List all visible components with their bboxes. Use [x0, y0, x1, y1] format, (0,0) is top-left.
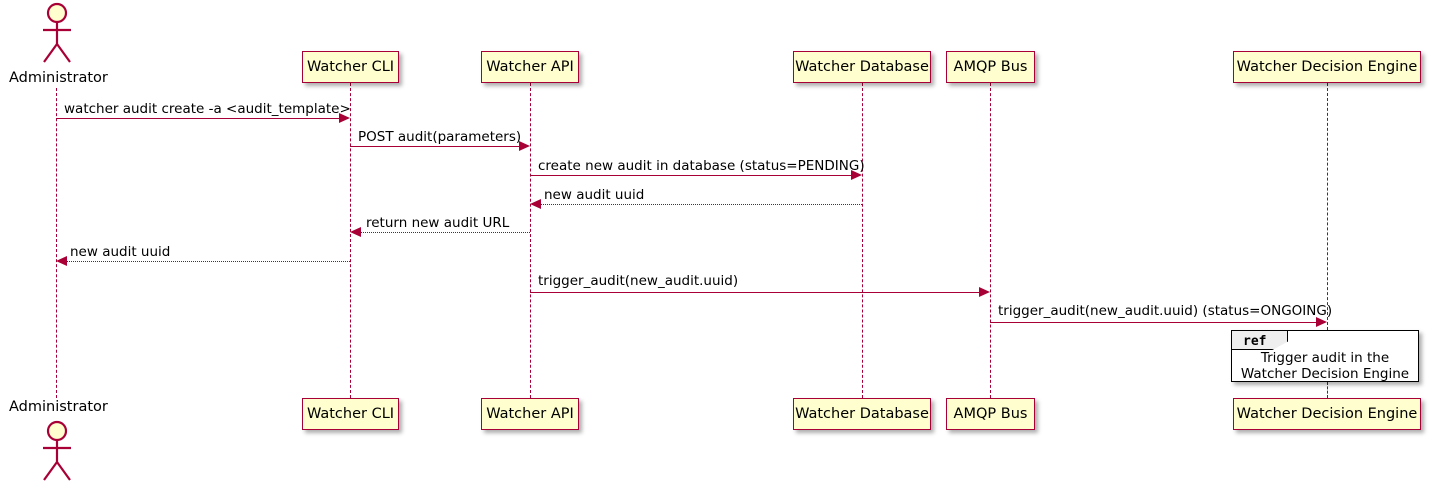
participant-amqp-bus-bottom[interactable]: AMQP Bus [946, 398, 1035, 430]
participant-watcher-decision-engine-top[interactable]: Watcher Decision Engine [1233, 51, 1421, 83]
ref-fragment [1231, 330, 1419, 382]
message-label-watcher-audit-create: watcher audit create -a <audit_template> [64, 101, 351, 117]
ref-fragment-tab-label: ref [1243, 334, 1267, 349]
message-arrowhead-new-audit-uuid-db [530, 199, 541, 209]
message-line-watcher-audit-create [56, 118, 339, 119]
participant-watcher-database-bottom[interactable]: Watcher Database [793, 398, 931, 430]
message-line-trigger-audit [530, 292, 979, 293]
lifeline-watcher-decision-engine [1327, 83, 1328, 330]
message-line-return-new-audit-url [361, 232, 530, 233]
message-label-post-audit: POST audit(parameters) [358, 129, 522, 145]
lifeline-watcher-decision-engine-lower [1327, 382, 1328, 398]
message-arrowhead-post-audit [519, 141, 530, 151]
message-label-trigger-audit: trigger_audit(new_audit.uuid) [538, 273, 739, 289]
lifeline-watcher-cli [350, 83, 351, 398]
participant-watcher-api-bottom[interactable]: Watcher API [481, 398, 579, 430]
message-arrowhead-new-audit-uuid-cli [56, 256, 67, 266]
participant-watcher-cli-top[interactable]: Watcher CLI [302, 51, 399, 83]
message-arrowhead-create-new-audit [851, 170, 862, 180]
actor-administrator-top [43, 2, 71, 63]
message-label-new-audit-uuid-cli: new audit uuid [70, 244, 171, 260]
ref-fragment-body-line2: Watcher Decision Engine [1240, 366, 1410, 382]
participant-amqp-bus-top[interactable]: AMQP Bus [946, 51, 1035, 83]
participant-watcher-database-top[interactable]: Watcher Database [793, 51, 931, 83]
lifeline-administrator [56, 88, 57, 398]
message-line-create-new-audit [530, 175, 851, 176]
message-arrowhead-trigger-audit [979, 287, 990, 297]
lifeline-amqp-bus [990, 83, 991, 398]
message-arrowhead-trigger-audit-ongoing [1316, 317, 1327, 327]
message-line-new-audit-uuid-cli [67, 261, 350, 262]
lifeline-watcher-database [862, 83, 863, 398]
message-label-new-audit-uuid-db: new audit uuid [544, 187, 645, 203]
message-line-new-audit-uuid-db [541, 204, 862, 205]
message-line-trigger-audit-ongoing [990, 322, 1316, 323]
message-arrowhead-watcher-audit-create [339, 113, 350, 123]
message-line-post-audit [350, 146, 519, 147]
actor-administrator-bottom [43, 420, 71, 481]
ref-fragment-tab [1232, 331, 1288, 350]
participant-watcher-cli-bottom[interactable]: Watcher CLI [302, 398, 399, 430]
actor-label-top: Administrator [9, 70, 108, 86]
message-label-trigger-audit-ongoing: trigger_audit(new_audit.uuid) (status=ON… [998, 303, 1333, 319]
participant-watcher-api-top[interactable]: Watcher API [481, 51, 579, 83]
message-arrowhead-return-new-audit-url [350, 227, 361, 237]
participant-watcher-decision-engine-bottom[interactable]: Watcher Decision Engine [1233, 398, 1421, 430]
ref-fragment-body-line1: Trigger audit in the [1260, 350, 1390, 366]
actor-label-bottom: Administrator [9, 399, 108, 415]
lifeline-watcher-api [530, 83, 531, 398]
message-label-return-new-audit-url: return new audit URL [366, 215, 510, 231]
message-label-create-new-audit: create new audit in database (status=PEN… [538, 158, 865, 174]
